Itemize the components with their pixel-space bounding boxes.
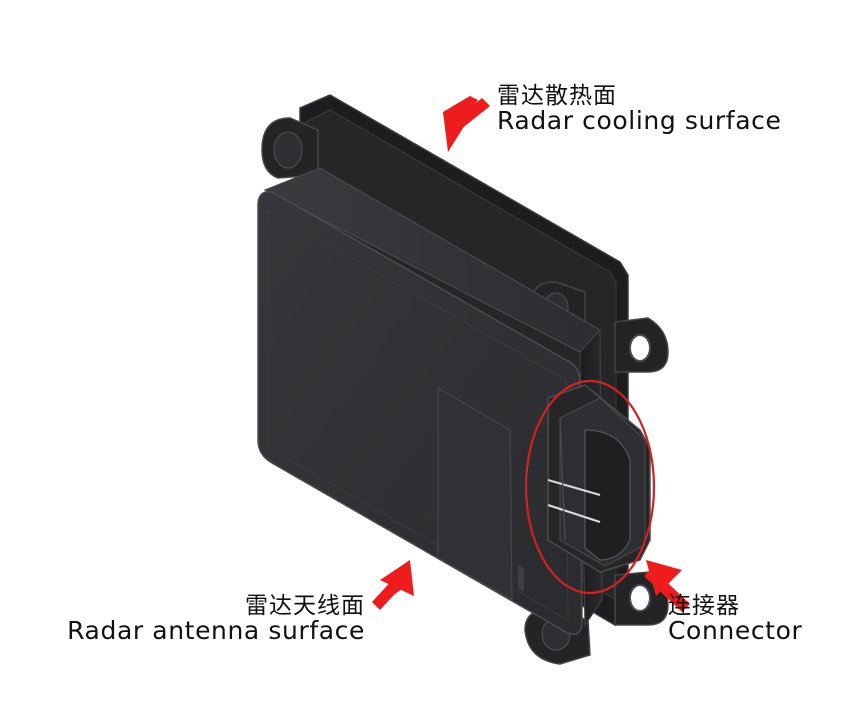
connector-highlight-circle [524,379,656,595]
label-radar-antenna-surface: 雷达天线面 Radar antenna surface [60,594,365,644]
label-connector-en: Connector [668,616,803,646]
connector-housing [547,384,651,573]
label-antenna-zh: 雷达天线面 [245,593,365,619]
arrow-icon-cooling [443,96,490,152]
label-radar-cooling-surface: 雷达散热面 Radar cooling surface [497,84,781,134]
label-connector: 连接器 Connector [668,594,802,644]
housing-body [257,167,603,635]
arrow-icon-connector [644,560,690,612]
mounting-tab-right [614,317,669,373]
label-cooling-en: Radar cooling surface [497,106,782,136]
arrow-icon-antenna [372,560,414,610]
label-cooling-zh: 雷达散热面 [497,83,617,109]
mounting-tab-top-left [261,117,319,179]
label-connector-zh: 连接器 [668,593,740,619]
label-antenna-en: Radar antenna surface [67,616,365,646]
